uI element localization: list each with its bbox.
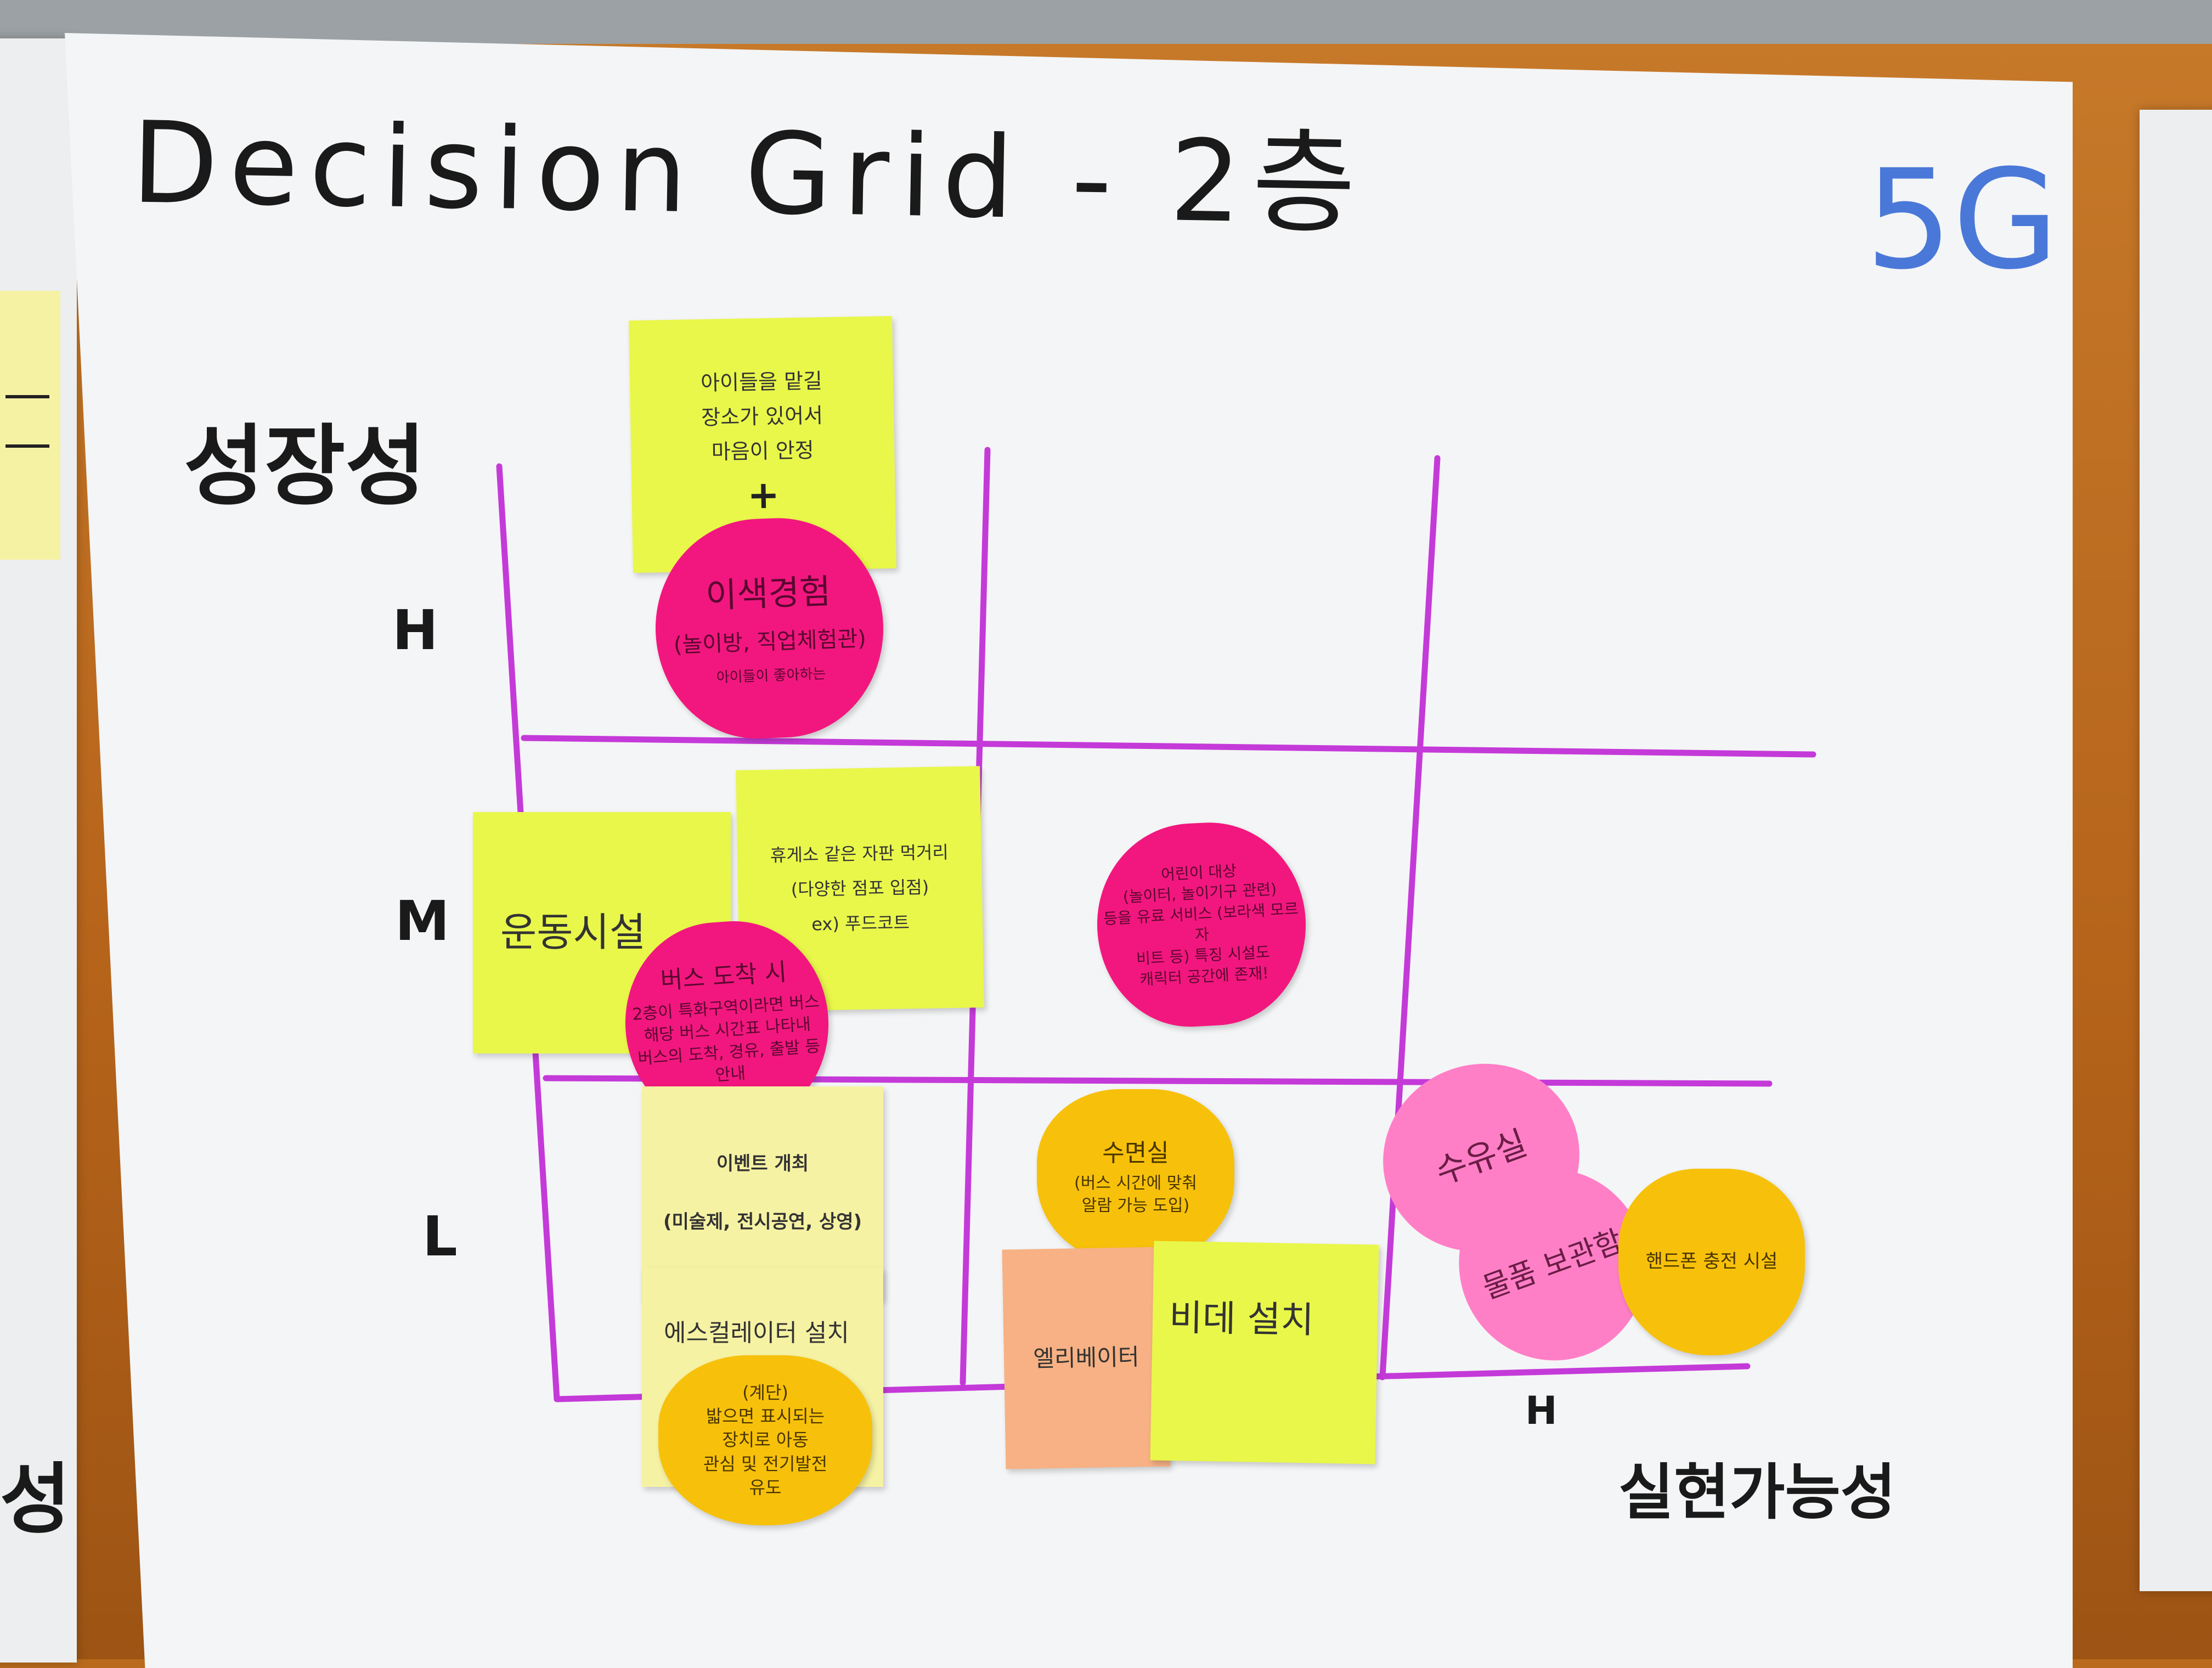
sticky-note-events: 이벤트 개최 (미술제, 전시공연, 상영) (642, 1086, 883, 1300)
left-sticky-note (0, 291, 60, 560)
butterfly-note-stair-energy: (계단) 밟으면 표시되는 장치로 아동 관심 및 전기발전 유도 (658, 1355, 872, 1525)
grid-line-horizontal-top (521, 735, 1816, 758)
note-title: 수면실 (1102, 1139, 1169, 1167)
wall (0, 0, 2212, 44)
note-title: 이색경험 (704, 571, 832, 616)
note-line: ex) 푸드코트 (811, 912, 910, 935)
note-line: 마음이 안정 (711, 438, 815, 465)
note-text: 핸드폰 충전 시설 (1645, 1250, 1778, 1273)
y-level-low: L (422, 1204, 458, 1269)
note-line: 장소가 있어서 (701, 403, 823, 430)
note-line: 휴게소 같은 자판 먹거리 (770, 842, 949, 866)
note-line: 아이들을 맡길 (700, 368, 823, 395)
note-title: 버스 도착 시 (659, 958, 788, 995)
sticky-note-elevator: 엘리베이터 (1002, 1247, 1171, 1469)
note-line: 아이들이 좋아하는 (716, 666, 826, 686)
plus-mark: + (747, 472, 780, 518)
y-level-high: H (392, 598, 438, 662)
note-line: 유도 (749, 1477, 782, 1498)
x-axis-label: 실현가능성 (1618, 1457, 1896, 1528)
left-sheet-fragment-text: 성 (0, 1455, 71, 1545)
note-line: 알람 가능 도입) (1081, 1196, 1190, 1215)
poster-title: Decision Grid - 2층 (130, 98, 1368, 250)
note-text: 물품 보관함 (1478, 1223, 1627, 1306)
note-text: 엘리베이터 (1032, 1343, 1139, 1372)
note-text: 운동시설 (500, 909, 646, 956)
note-line: (놀이방, 직업체험관) (673, 626, 867, 658)
note-line: 안내 (714, 1064, 747, 1085)
note-line: (미술제, 전시공연, 상영) (663, 1211, 862, 1233)
note-line: (계단) (742, 1382, 788, 1404)
note-line: (버스 시간에 맞춰 (1074, 1174, 1197, 1193)
butterfly-note-phone-charging: 핸드폰 충전 시설 (1618, 1169, 1805, 1355)
note-text: 비데 설치 (1169, 1296, 1314, 1342)
note-line: 밟으면 표시되는 (706, 1406, 825, 1427)
right-poster-sheet (2140, 110, 2212, 1591)
note-line: 장치로 아동 (722, 1429, 809, 1451)
note-line: 관심 및 전기발전 (703, 1453, 828, 1474)
note-line: 이벤트 개최 (716, 1153, 809, 1175)
note-text: 에스컬레이터 설치 (664, 1319, 849, 1347)
team-label: 5G (1865, 140, 2059, 300)
x-level-high: H (1525, 1388, 1558, 1433)
grid-line-vertical-right (1379, 455, 1441, 1380)
butterfly-note-nap-room: 수면실 (버스 시간에 맞춰 알람 가능 도입) (1037, 1089, 1234, 1265)
y-level-medium: M (395, 889, 450, 953)
note-line: (다양한 점포 입점) (791, 877, 929, 900)
y-axis-label: 성장성 (184, 415, 426, 517)
sticky-note-bidet: 비데 설치 (1150, 1241, 1379, 1464)
